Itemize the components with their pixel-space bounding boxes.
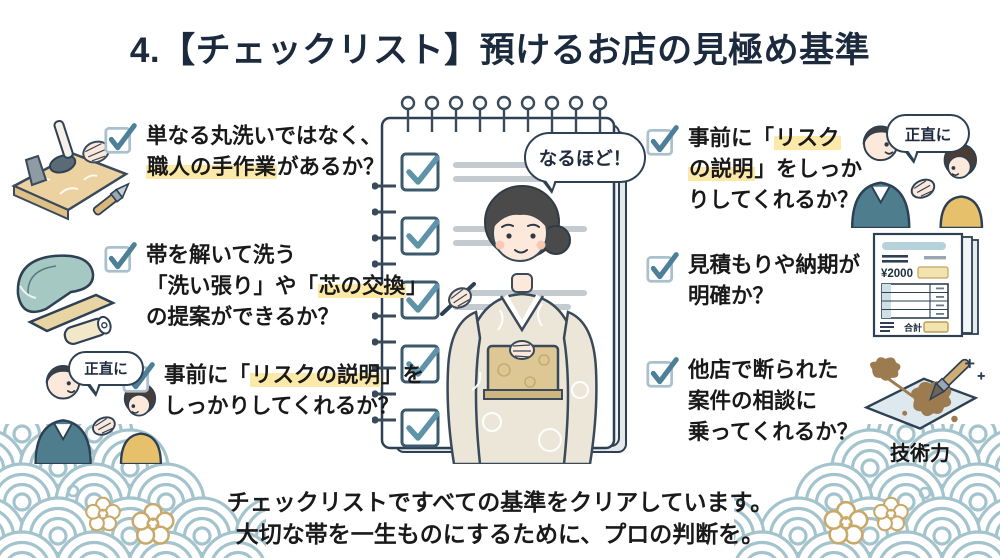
footer-message-line1: チェックリストですべての基準をクリアしています。 bbox=[226, 489, 774, 515]
side-brush bbox=[92, 182, 130, 216]
checkbox-checked-icon bbox=[646, 356, 679, 389]
invoice-illustration: ¥2000 合計 bbox=[872, 232, 979, 338]
wave-dot-icon bbox=[918, 486, 932, 500]
checkbox-checked-icon bbox=[104, 122, 137, 155]
checklist-item-estimate: 見積もりや納期が明確か？ bbox=[646, 250, 860, 312]
sparkle-icon bbox=[964, 358, 986, 380]
checklist-item-text: 他店で断られた案件の相談に乗ってくれるか？ bbox=[688, 358, 859, 444]
seigaiha-wave-pattern-right bbox=[734, 424, 1000, 558]
cleaning-brush bbox=[928, 358, 971, 402]
footer-message-line2: 大切な帯を一生ものにするために、プロの判断を。 bbox=[235, 521, 765, 547]
checklist-item-risk-right: 事前に「リスクの説明」をしっかりしてくれるか？ bbox=[646, 123, 862, 216]
spiral-binding-top bbox=[400, 95, 608, 132]
checklist-item-handwork: 単なる丸洗いではなく、職人の手作業があるか？ bbox=[104, 121, 385, 183]
checklist-item-text: 単なる丸洗いではなく、職人の手作業があるか？ bbox=[146, 124, 385, 179]
ink-splatter-small bbox=[870, 357, 901, 381]
checklist-item-araihari: 帯を解いて洗う「洗い張り」や「芯の交換」の提案ができるか？ bbox=[104, 240, 428, 333]
checklist-item-text: 事前に「リスクの説明」をしっかりしてくれるか？ bbox=[688, 126, 863, 212]
invoice-total-label: 合計 bbox=[904, 322, 922, 333]
checkbox-checked-icon bbox=[104, 241, 137, 274]
obi-pattern bbox=[497, 354, 550, 388]
checkbox-checked-icon bbox=[646, 251, 679, 284]
checklist-item-text: 事前に「リスクの説明」をしっかりしてくれるか？ bbox=[164, 363, 425, 418]
checklist-item-refused-cases: 他店で断られた案件の相談に乗ってくれるか？ bbox=[646, 355, 858, 448]
kimono-floral-pattern bbox=[471, 303, 589, 452]
checkbox-checked-icon bbox=[646, 124, 679, 157]
invoice-amount: ¥2000 bbox=[881, 268, 913, 280]
speech-bubble-honest-right: 正直に bbox=[886, 114, 970, 164]
checklist-item-risk-left: 事前に「リスクの説明」をしっかりしてくれるか？ bbox=[122, 360, 424, 422]
notebook-checklist-illustration bbox=[372, 95, 627, 464]
stain-removal-illustration bbox=[863, 357, 986, 430]
speech-bubble-honest-left: 正直に bbox=[68, 351, 144, 397]
skill-label: 技術力 bbox=[890, 443, 950, 465]
woman-illustration bbox=[440, 185, 598, 464]
speech-bubble-naruhodo: なるほど！ bbox=[524, 132, 646, 194]
wave-dot-icon bbox=[66, 484, 80, 498]
obi-brushing-illustration bbox=[11, 119, 130, 221]
obi-rolls-illustration bbox=[16, 254, 117, 345]
checklist-item-text: 見積もりや納期が明確か？ bbox=[688, 253, 861, 308]
page-title: 4.【チェックリスト】預けるお店の見極め基準 bbox=[129, 31, 871, 70]
checklist-item-text: 帯を解いて洗う「洗い張り」や「芯の交換」の提案ができるか？ bbox=[146, 243, 428, 329]
fine-print-line bbox=[924, 256, 946, 260]
